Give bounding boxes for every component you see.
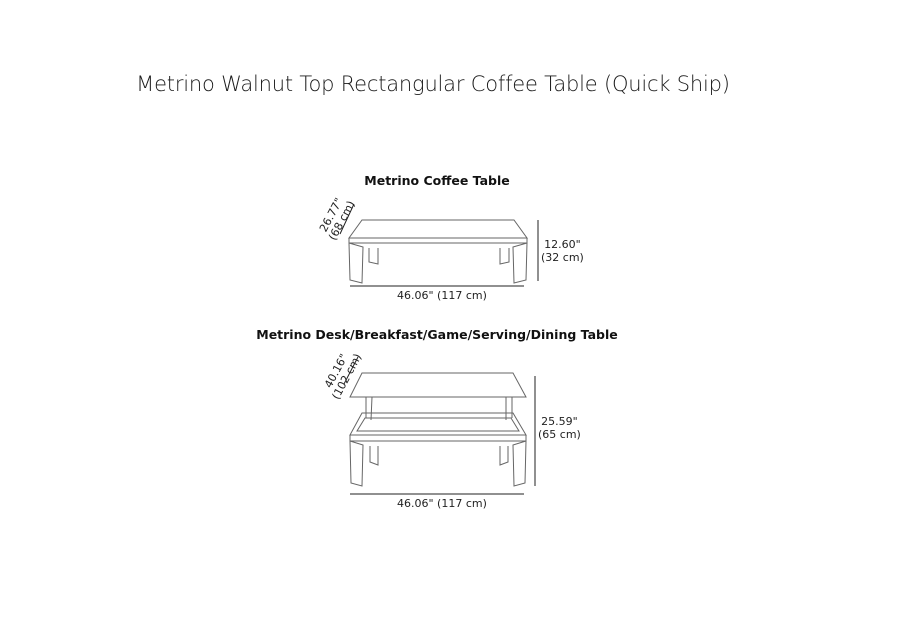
coffee-table-drawing xyxy=(348,219,528,284)
height-cm: (32 cm) xyxy=(541,251,584,264)
coffee-table-dimension-lines xyxy=(339,203,539,287)
coffee-width-label: 46.06" (117 cm) xyxy=(397,289,487,302)
desk-table-heading: Metrino Desk/Breakfast/Game/Serving/Dini… xyxy=(256,327,618,342)
desk-width-label: 46.06" (117 cm) xyxy=(397,497,487,510)
coffee-table-heading: Metrino Coffee Table xyxy=(364,173,510,188)
height-in: 12.60" xyxy=(544,238,581,251)
desk-height-label: 25.59" (65 cm) xyxy=(538,415,581,441)
height-in: 25.59" xyxy=(541,415,578,428)
coffee-height-label: 12.60" (32 cm) xyxy=(541,238,584,264)
desk-table-drawing xyxy=(349,372,527,487)
height-cm: (65 cm) xyxy=(538,428,581,441)
page-title: Metrino Walnut Top Rectangular Coffee Ta… xyxy=(136,72,730,96)
desk-table-dimension-lines xyxy=(343,356,536,495)
